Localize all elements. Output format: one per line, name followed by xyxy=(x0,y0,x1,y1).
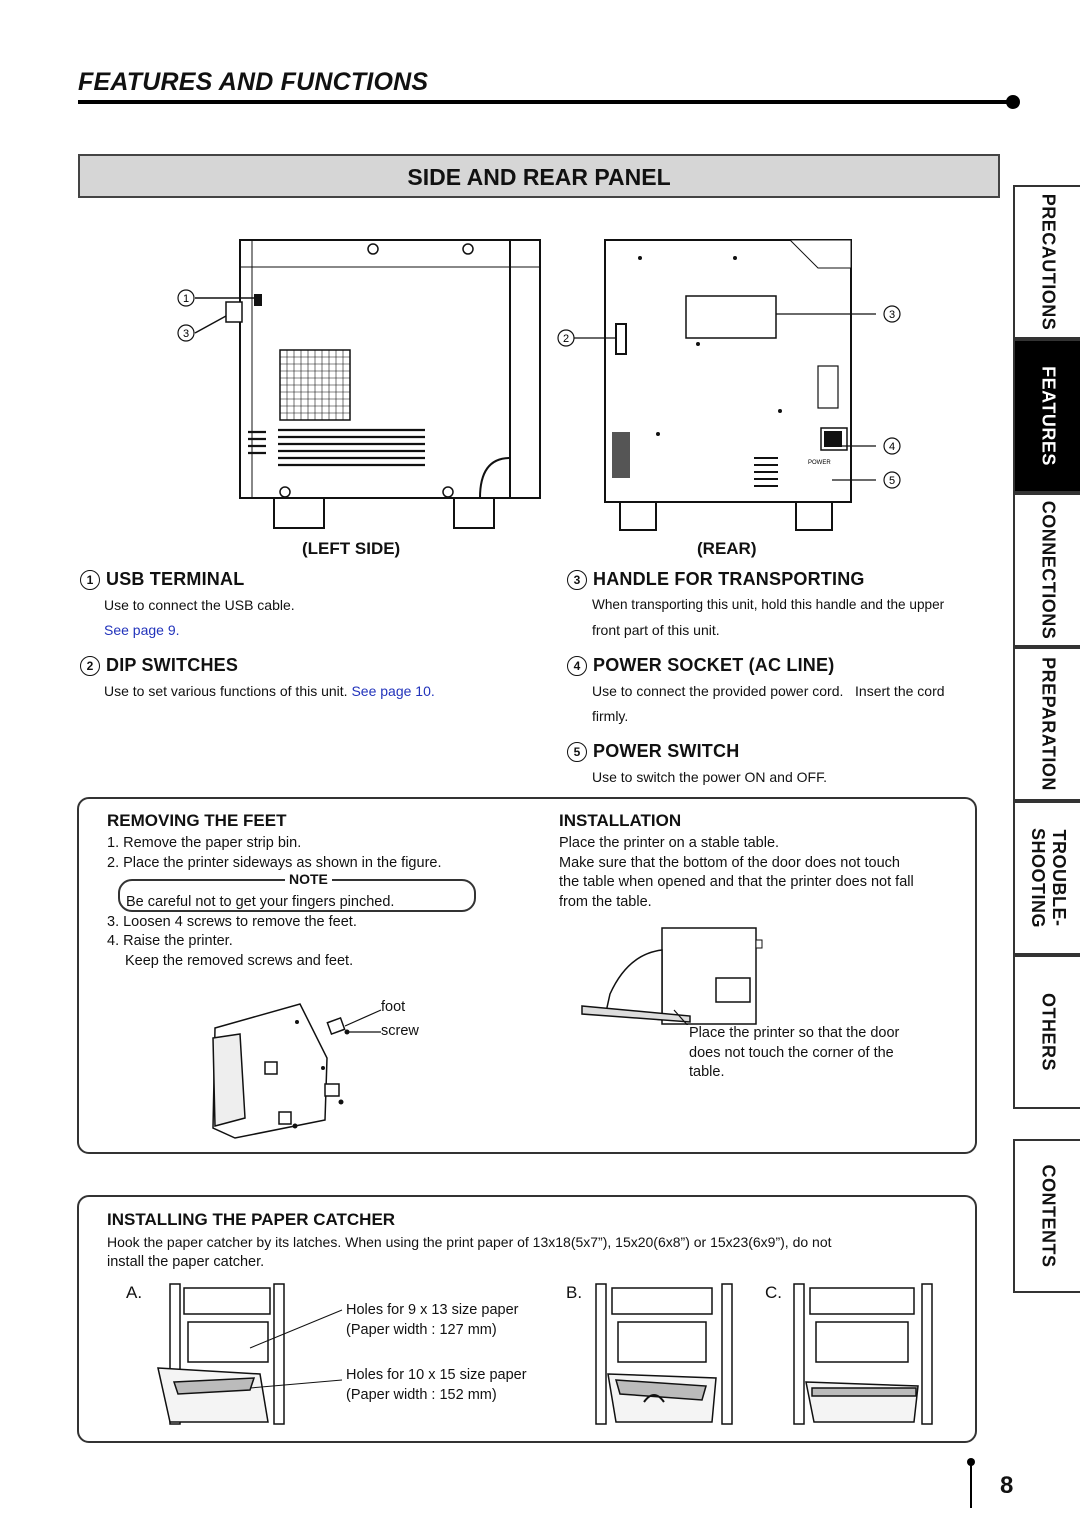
dip-switches-text: Use to set various functions of this uni… xyxy=(104,683,435,699)
power-socket-text-2: firmly. xyxy=(592,708,629,724)
hole-9x13-width: (Paper width : 127 mm) xyxy=(346,1322,497,1338)
tab-preparation[interactable]: PREPARATION xyxy=(1013,647,1080,801)
page-number: 8 xyxy=(1000,1472,1014,1499)
svg-text:POWER: POWER xyxy=(808,460,831,466)
feet-installation-panel xyxy=(77,797,977,1154)
figure-b-label: B. xyxy=(566,1283,583,1302)
left-side-diagram: 1 3 xyxy=(177,239,541,529)
tab-features[interactable]: FEATURES xyxy=(1013,339,1080,493)
power-socket-text-1: Use to connect the provided power cord. … xyxy=(592,683,945,699)
tab-others[interactable]: OTHERS xyxy=(1013,955,1080,1109)
handle-text-2: front part of this unit. xyxy=(592,622,720,638)
hole-10x15-width: (Paper width : 152 mm) xyxy=(346,1387,497,1403)
dip-see-page-link[interactable]: See page 10. xyxy=(351,683,435,699)
rear-callout-2: 2 xyxy=(557,329,575,347)
rear-callout-3: 3 xyxy=(883,305,901,323)
page-number-rule xyxy=(970,1462,972,1508)
installation-caption-2: does not touch the corner of the xyxy=(689,1045,894,1061)
feet-step-4-sub: Keep the removed screws and feet. xyxy=(125,953,354,969)
section-header-title: FEATURES AND FUNCTIONS xyxy=(78,68,429,96)
usb-see-page-link[interactable]: See page 9. xyxy=(104,622,180,638)
figure-c-label: C. xyxy=(765,1283,782,1302)
installation-diagram xyxy=(581,927,763,1025)
paper-catcher-text-1: Hook the paper catcher by its latches. W… xyxy=(107,1234,832,1250)
installation-line-2: Make sure that the bottom of the door do… xyxy=(559,855,900,871)
installation-caption-3: table. xyxy=(689,1064,725,1080)
note-text: Be careful not to get your fingers pinch… xyxy=(126,894,395,910)
rear-diagram: POWER 3 2 4 5 xyxy=(557,239,901,531)
tab-contents[interactable]: CONTENTS xyxy=(1013,1139,1080,1293)
left-callout-1: 1 xyxy=(177,289,195,307)
paper-catcher-text-2: install the paper catcher. xyxy=(107,1254,265,1270)
figure-a-label: A. xyxy=(126,1283,143,1302)
power-switch-text: Use to switch the power ON and OFF. xyxy=(592,769,827,785)
svg-text:3: 3 xyxy=(183,328,189,340)
svg-text:4: 4 xyxy=(889,441,895,453)
tab-precautions[interactable]: PRECAUTIONS xyxy=(1013,185,1080,339)
rear-caption: (REAR) xyxy=(697,539,757,558)
hole-10x15-label: Holes for 10 x 15 size paper xyxy=(346,1367,527,1383)
note-label: NOTE xyxy=(285,871,332,887)
catcher-figure-c xyxy=(793,1283,933,1425)
svg-text:5: 5 xyxy=(889,475,895,487)
screw-label: screw xyxy=(381,1023,419,1039)
section-banner: SIDE AND REAR PANEL xyxy=(78,154,1000,198)
svg-text:3: 3 xyxy=(889,309,895,321)
paper-catcher-heading: INSTALLING THE PAPER CATCHER xyxy=(107,1210,396,1229)
left-side-caption: (LEFT SIDE) xyxy=(302,539,401,558)
installation-line-3: the table when opened and that the print… xyxy=(559,874,914,890)
left-callout-3: 3 xyxy=(177,324,195,342)
paper-catcher-panel xyxy=(77,1195,977,1443)
usb-terminal-text: Use to connect the USB cable. xyxy=(104,597,295,613)
installation-heading: INSTALLATION xyxy=(559,811,682,830)
tab-troubleshooting[interactable]: TROUBLE- SHOOTING xyxy=(1013,801,1080,955)
tab-connections[interactable]: CONNECTIONS xyxy=(1013,493,1080,647)
rear-callout-5: 5 xyxy=(883,471,901,489)
removing-feet-heading: REMOVING THE FEET xyxy=(107,811,287,830)
feet-step-1: 1. Remove the paper strip bin. xyxy=(107,835,302,851)
catcher-figure-b xyxy=(595,1283,733,1425)
installation-line-1: Place the printer on a stable table. xyxy=(559,835,780,851)
hole-9x13-label: Holes for 9 x 13 size paper xyxy=(346,1302,519,1318)
installation-caption-1: Place the printer so that the door xyxy=(689,1025,900,1041)
svg-text:2: 2 xyxy=(563,333,569,345)
feet-step-2: 2. Place the printer sideways as shown i… xyxy=(107,855,442,871)
header-rule xyxy=(78,100,1012,104)
foot-label: foot xyxy=(381,999,406,1015)
installation-line-4: from the table. xyxy=(559,894,652,910)
handle-text-1: When transporting this unit, hold this h… xyxy=(592,597,945,612)
svg-text:1: 1 xyxy=(183,293,189,305)
remove-feet-diagram xyxy=(212,1003,382,1139)
catcher-figure-a xyxy=(157,1283,343,1425)
rear-callout-4: 4 xyxy=(883,437,901,455)
header-rule-dot xyxy=(1006,95,1020,109)
feet-step-3: 3. Loosen 4 screws to remove the feet. xyxy=(107,914,357,930)
feet-step-4: 4. Raise the printer. xyxy=(107,933,233,949)
